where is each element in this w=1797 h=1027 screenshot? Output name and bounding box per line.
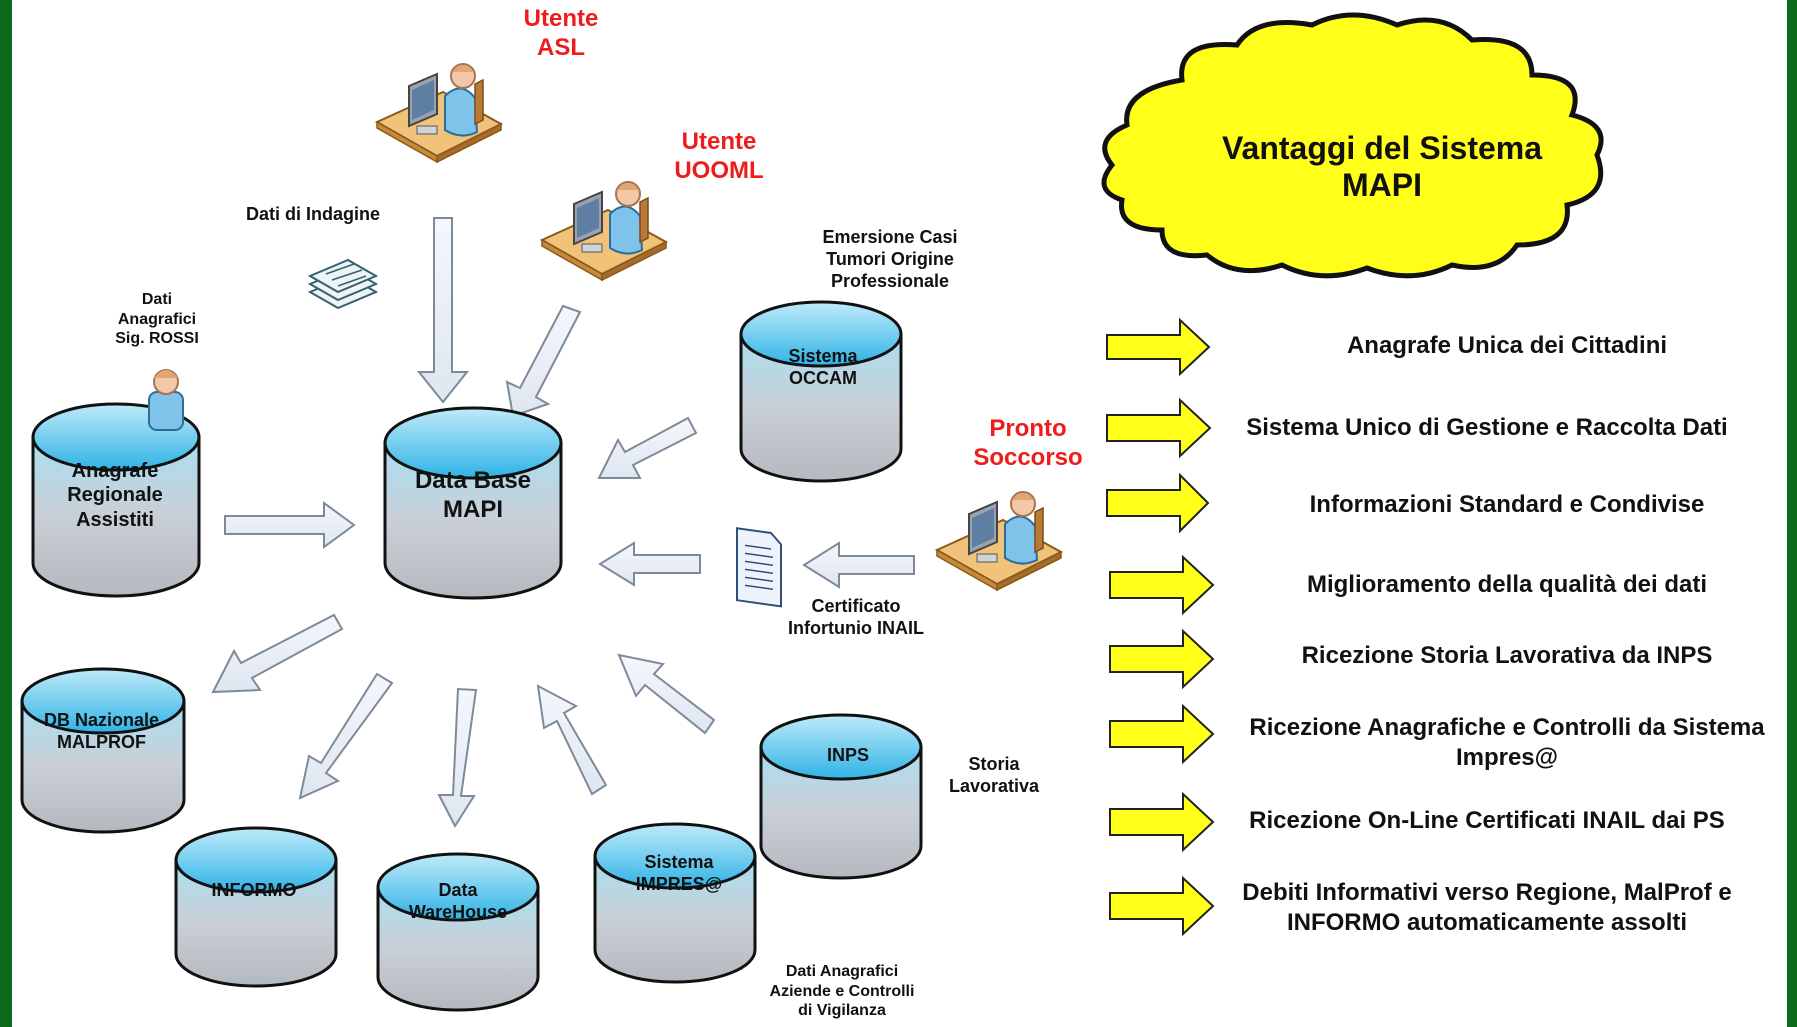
workstation-icon-uooml [539,181,669,282]
user-label-pronto-soccorso: Pronto Soccorso [973,415,1083,472]
arrow-mapi-to-warehouse [437,687,478,829]
user-label-asl: Utente ASL [523,5,599,62]
label-dati-indagine: Dati di Indagine [245,204,380,224]
person-icon [148,369,184,431]
benefit-arrow [1109,791,1215,853]
db-label-malprof: DB Nazionale MALPROF [43,710,160,752]
db-inps-cylinder [759,713,923,880]
db-label-mapi: Data Base MAPI [414,467,532,524]
db-label-inps: INPS [826,745,869,765]
diagram-graphics [20,12,1604,1012]
documents-stack-icon [307,258,379,310]
db-occam-cylinder [739,300,903,483]
workstation-icon-pronto-soccorso [934,491,1064,592]
diagram-canvas: Utente ASL Utente UOOML Pronto Soccorso … [12,0,1787,1027]
db-label-informo: INFORMO [211,880,297,900]
db-label-warehouse: Data WareHouse [408,880,508,922]
arrow-mapi-to-malprof [211,613,344,694]
benefit-arrow [1109,554,1215,616]
workstation-icon-asl [374,63,504,164]
benefit-arrow [1109,628,1215,690]
benefit-item: Ricezione Storia Lavorativa da INPS [1301,642,1713,669]
benefit-arrow [1106,472,1210,534]
benefit-arrow [1106,397,1212,459]
benefit-item: Miglioramento della qualità dei dati [1306,571,1708,598]
label-dati-anagrafici-rossi: Dati Anagrafici Sig. ROSSI [115,291,199,348]
benefit-arrows [1106,317,1215,937]
benefit-item: Debiti Informativi verso Regione, MalPro… [1242,879,1732,936]
benefit-arrow [1109,703,1215,765]
db-mapi-cylinder [383,406,563,600]
cloud-title: Vantaggi del Sistema MAPI [1221,130,1543,203]
arrow-mapi-to-informo [298,672,394,800]
db-impresa-cylinder [593,822,757,984]
label-certificato-inail: Certificato Infortunio INAIL [788,596,924,638]
label-emersione-casi: Emersione Casi Tumori Origine Profession… [822,227,958,291]
document-icon [736,527,782,608]
benefit-arrow [1109,875,1215,937]
arrow-anagrafe-to-mapi [224,501,356,549]
benefit-item: Ricezione Anagrafiche e Controlli da Sis… [1249,714,1765,771]
db-malprof-cylinder [20,667,186,834]
label-dati-aziende: Dati Anagrafici Aziende e Controlli di V… [769,963,915,1020]
label-storia-lavorativa: Storia Lavorativa [948,754,1040,796]
arrow-ps-to-cert [802,541,915,589]
benefit-item: Ricezione On-Line Certificati INAIL dai … [1249,807,1725,834]
db-label-anagrafe: Anagrafe Regionale Assistiti [67,460,163,531]
arrow-indagine-to-mapi [416,217,470,404]
user-label-uooml: Utente UOOML [674,128,764,185]
benefit-arrow [1106,317,1211,377]
db-warehouse-cylinder [376,852,540,1012]
arrow-occam-to-mapi [597,416,698,479]
db-label-occam: Sistema OCCAM [788,346,858,388]
benefit-item: Sistema Unico di Gestione e Raccolta Dat… [1246,414,1728,441]
arrow-inps-to-mapi [617,653,716,735]
cloud-shape [1101,12,1604,279]
benefit-item: Informazioni Standard e Condivise [1309,491,1705,518]
db-informo-cylinder [174,826,338,988]
db-label-impresa: Sistema IMPRES@ [635,852,723,894]
benefit-item: Anagrafe Unica dei Cittadini [1346,332,1668,359]
arrow-cert-to-mapi [598,541,701,587]
arrow-impresa-to-mapi [536,684,608,796]
arrow-uooml-to-mapi [505,304,582,418]
